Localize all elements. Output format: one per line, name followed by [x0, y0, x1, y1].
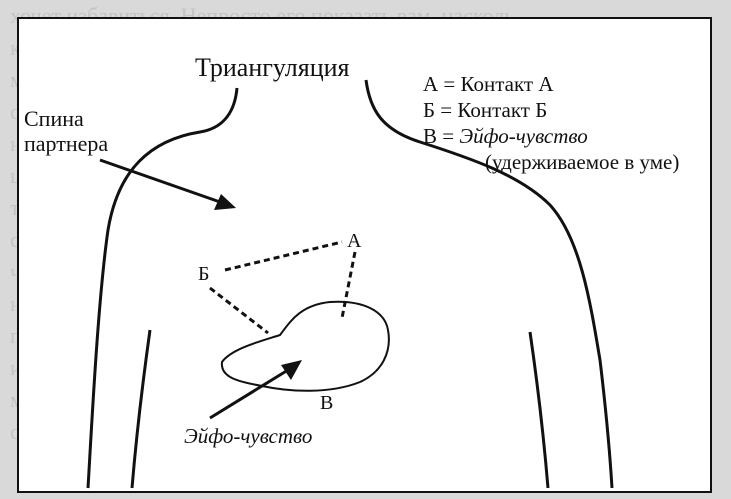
- legend-item-a: А = Контакт А: [423, 71, 679, 97]
- legend-item-b: Б = Контакт Б: [423, 97, 679, 123]
- euphoria-label: Эйфо-чувство: [184, 424, 312, 449]
- partner-back-label-line1: Спина: [24, 106, 108, 131]
- point-a-label: А: [347, 230, 361, 253]
- point-v-label: В: [320, 392, 333, 415]
- point-b-label: Б: [198, 263, 209, 286]
- legend-item-v-note: (удерживаемое в уме): [423, 149, 679, 175]
- legend-item-v: В = Эйфо-чувство: [423, 123, 679, 149]
- legend: А = Контакт А Б = Контакт Б В = Эйфо-чув…: [423, 71, 679, 175]
- partner-back-label-line2: партнера: [24, 131, 108, 156]
- partner-back-label: Спина партнера: [24, 106, 108, 156]
- legend-item-v-prefix: В =: [423, 124, 459, 148]
- diagram-title: Триангуляция: [195, 53, 350, 83]
- legend-item-v-term: Эйфо-чувство: [459, 124, 587, 148]
